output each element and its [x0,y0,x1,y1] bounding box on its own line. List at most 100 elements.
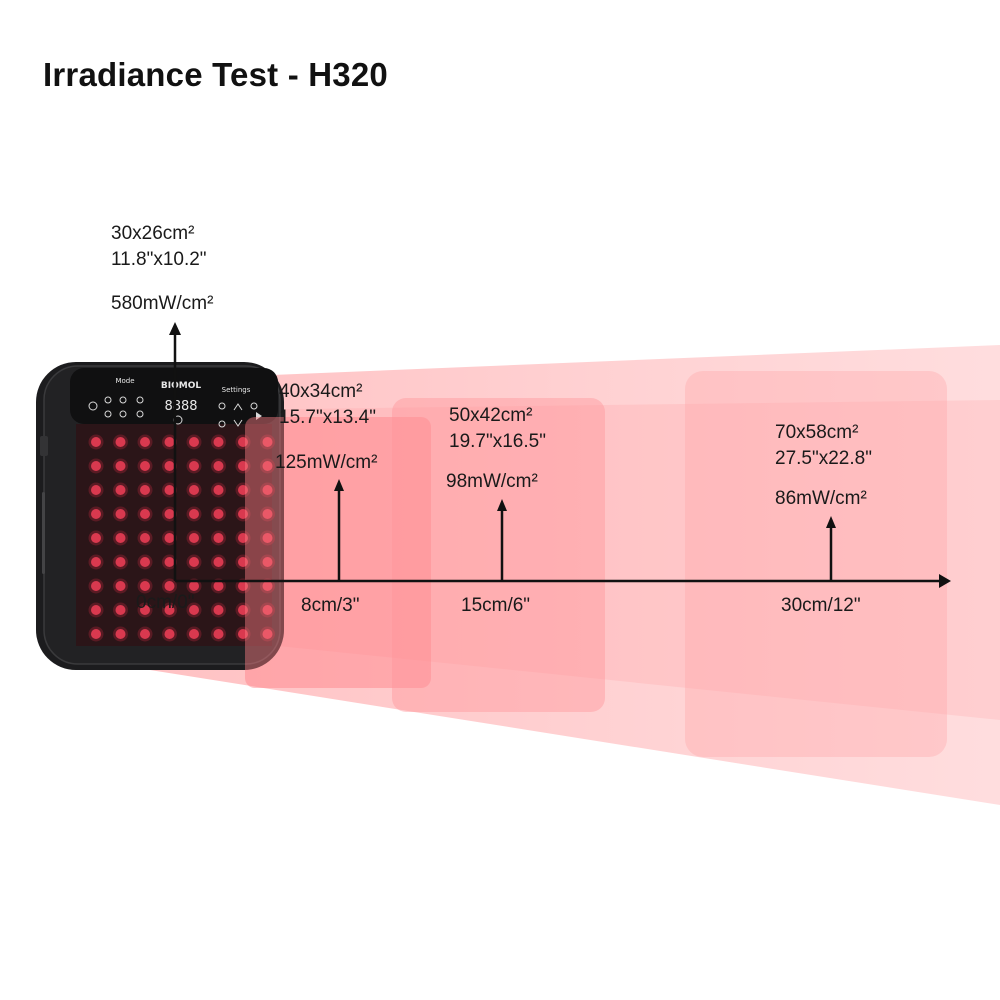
timer-icon [250,402,258,410]
origin-axis-arrow [169,322,181,335]
led-lens [213,629,224,639]
led-lens [189,533,199,543]
device-display: 8888 [164,399,197,414]
led-lens [164,557,175,567]
heart-icon [88,401,98,411]
play-pause-icon [256,412,262,420]
led-lens [115,557,126,567]
led-lens [91,629,101,639]
mode-icon-3 [119,396,127,404]
led-lens [115,533,126,543]
led-lens [91,533,101,543]
led-lens [213,509,224,519]
device-brand: BIOMOL [161,381,201,391]
led-lens [262,557,273,567]
light-beam [150,345,1000,805]
led-lens [238,581,248,591]
led-lens [189,485,199,495]
led-lens [213,533,224,543]
led-lens [140,461,150,471]
led-lens [238,533,248,543]
area-cm-30cm: 70x58cm² [775,422,859,443]
led-lens [115,581,126,591]
led-lens [140,605,150,615]
led-lens [164,485,175,495]
led-lens [189,509,199,519]
distance-30cm: 30cm/12" [781,595,861,616]
led-lens [164,581,175,591]
led-lens [189,629,199,639]
area-in-15cm: 19.7"x16.5" [449,431,546,452]
led-lens [140,485,150,495]
side-vent [40,436,48,456]
arrow-up-icon [233,403,243,411]
led-lens [262,629,273,639]
led-lens [189,581,199,591]
brightness-low-icon [218,420,226,428]
led-lens [189,437,199,447]
led-lens [115,509,126,519]
led-lens [189,461,199,471]
led-lens [140,557,150,567]
mode-icon-2 [104,396,112,404]
led-lens [238,605,248,615]
led-lens [91,485,101,495]
led-grid [88,434,275,642]
mode-icon-4 [136,396,144,404]
irradiance-15cm: 98mW/cm² [446,471,538,492]
led-lens [164,461,175,471]
mode-icon-6 [119,410,127,418]
marker-8cm-arrow [334,479,344,491]
led-lens [238,509,248,519]
area-cm-8cm: 40x34cm² [279,381,363,402]
led-lens [238,485,248,495]
settings-label: Settings [222,386,251,394]
area-cm-15cm: 50x42cm² [449,405,533,426]
led-lens [115,605,126,615]
mode-icons [88,396,258,428]
brightness-icon [218,402,226,410]
led-lens [91,605,101,615]
led-lens [91,509,101,519]
led-lens [262,581,273,591]
irradiance-8cm: 125mW/cm² [275,452,378,473]
area-in-8cm: 15.7"x13.4" [279,407,376,428]
led-lens [115,629,126,639]
led-lens [213,485,224,495]
led-lens [262,509,273,519]
led-lens [140,581,150,591]
led-lens [238,629,248,639]
led-lens [213,581,224,591]
led-lens [213,461,224,471]
irradiance-panel-15cm [392,398,605,712]
led-lens [238,557,248,567]
led-lens [140,533,150,543]
irradiance-panel-30cm [685,371,947,757]
arrow-down-icon [233,419,243,427]
origin-distance: 0cm/0" [136,592,195,613]
origin-area-in: 11.8"x10.2" [111,249,207,270]
led-lens [213,557,224,567]
mode-label: Mode [115,377,134,385]
led-lens [262,533,273,543]
distance-8cm: 8cm/3" [301,595,360,616]
led-lens [115,485,126,495]
led-lens [213,605,224,615]
side-slot [42,492,45,574]
light-beam-core [220,400,1000,720]
distance-15cm: 15cm/6" [461,595,531,616]
led-lens [189,605,199,615]
led-lens [262,605,273,615]
origin-area-cm: 30x26cm² [111,223,195,244]
led-lens [164,437,175,447]
marker-30cm-arrow [826,516,836,528]
mode-icon-5 [104,410,112,418]
led-lens [140,509,150,519]
led-lens [91,461,101,471]
led-lens [213,437,224,447]
led-lens [140,437,150,447]
led-lens [140,629,150,639]
mode-icon-7 [136,410,144,418]
